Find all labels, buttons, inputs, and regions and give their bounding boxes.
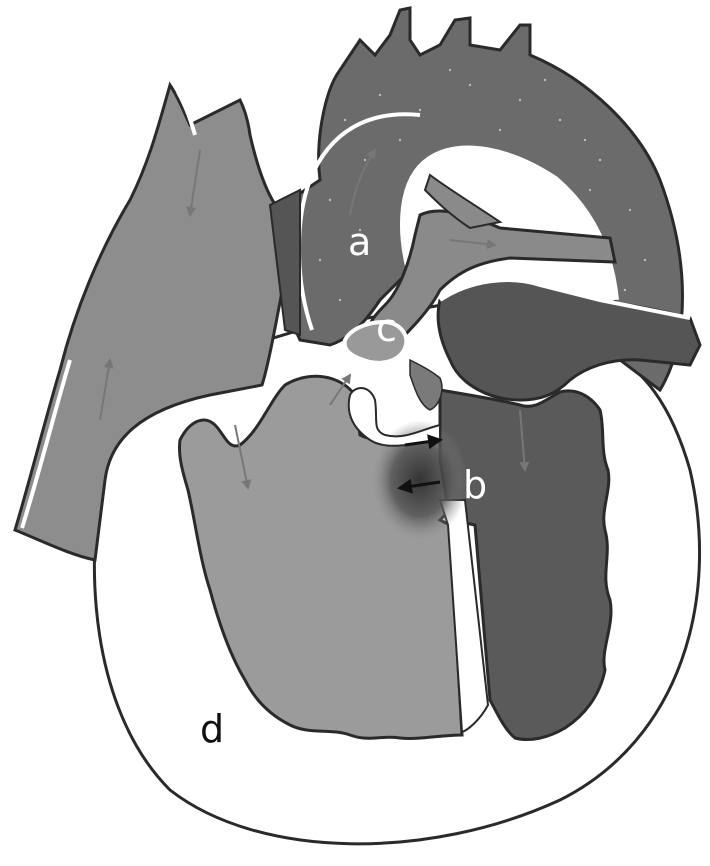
label-d: d [200,707,224,751]
label-c: c [376,306,397,350]
label-b: b [463,463,487,507]
label-a: a [348,220,371,264]
